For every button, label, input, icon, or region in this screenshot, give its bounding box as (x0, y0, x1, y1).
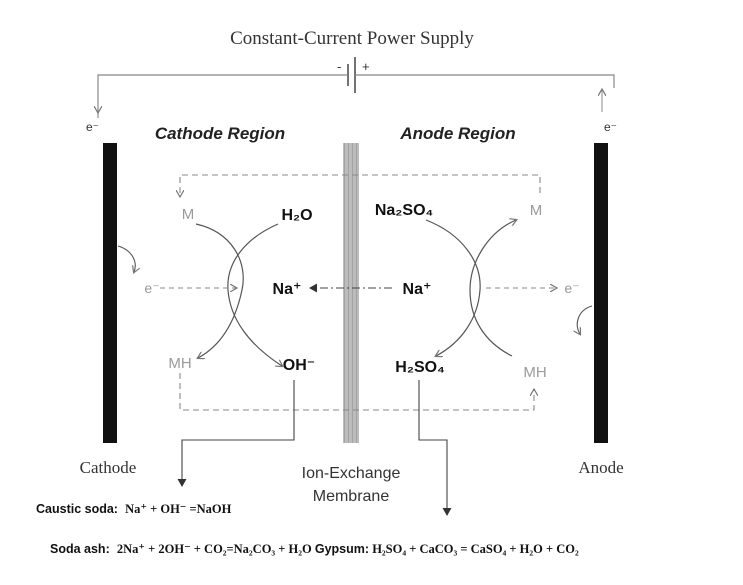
cathode-electrode (103, 143, 117, 443)
electron-label-anode: e⁻ (564, 280, 579, 296)
metal-m-anode: M (530, 202, 543, 219)
electron-label-cathode: e⁻ (144, 280, 159, 296)
caustic-output-line (177, 380, 295, 487)
anode-region-heading: Anode Region (399, 124, 515, 143)
caustic-soda-label: Caustic soda: (36, 502, 118, 516)
membrane-label-line2: Membrane (313, 488, 390, 505)
gypsum-label: Gypsum: (315, 542, 369, 556)
battery-icon (347, 57, 356, 93)
sulfuric-acid-label: H₂SO₄ (395, 359, 444, 376)
acid-output-line (418, 380, 452, 516)
electron-label-cathode-wire: e⁻ (86, 120, 99, 134)
sodium-ion-cathode-side: Na⁺ (273, 281, 302, 298)
battery-plus-sign: + (362, 59, 370, 74)
metal-m-cathode: M (182, 206, 195, 223)
anode-electrode (594, 143, 608, 443)
soda-ash-formula: 2Na⁺ + 2OH⁻ + CO₂=Na₂CO₃ + H₂O (117, 542, 312, 556)
cathode-reaction-curve-h2o (227, 223, 282, 366)
soda-ash-label: Soda ash: (50, 542, 110, 556)
external-wire-right (355, 74, 615, 88)
caustic-soda-equation: Caustic soda: Na⁺ + OH⁻ =NaOH (36, 502, 232, 516)
battery-minus-sign: - (337, 59, 341, 74)
cathode-label: Cathode (80, 458, 137, 477)
lower-dashed-loop (179, 373, 534, 411)
cathode-region-heading: Cathode Region (155, 124, 285, 143)
external-wire (97, 74, 348, 118)
anode-reaction-curve-na2so4 (425, 219, 481, 356)
anode-label: Anode (578, 458, 623, 477)
upper-dashed-loop (180, 174, 541, 196)
electron-label-anode-wire: e⁻ (604, 120, 617, 134)
water-label: H₂O (281, 207, 312, 224)
ion-exchange-membrane (343, 143, 359, 443)
gypsum-formula: H₂SO₄ + CaCO₃ = CaSO₄ + H₂O + CO₂ (372, 542, 579, 556)
hydroxide-label: OH⁻ (283, 357, 315, 374)
cathode-electron-curve (117, 245, 135, 272)
cathode-reaction-curve-m (195, 223, 244, 358)
sodium-ion-anode-side: Na⁺ (403, 281, 432, 298)
soda-ash-gypsum-equations: Soda ash: 2Na⁺ + 2OH⁻ + CO₂=Na₂CO₃ + H₂O… (50, 542, 579, 556)
anode-reaction-curve-mh (469, 220, 516, 357)
caustic-soda-formula: Na⁺ + OH⁻ =NaOH (125, 502, 232, 516)
metal-hydride-mh-cathode: MH (168, 355, 191, 372)
metal-hydride-mh-anode: MH (523, 364, 546, 381)
anode-electron-curve (577, 305, 593, 334)
sodium-sulfate-label: Na₂SO₄ (375, 202, 433, 219)
power-supply-title: Constant-Current Power Supply (230, 28, 474, 49)
membrane-label-line1: Ion-Exchange (302, 465, 401, 482)
